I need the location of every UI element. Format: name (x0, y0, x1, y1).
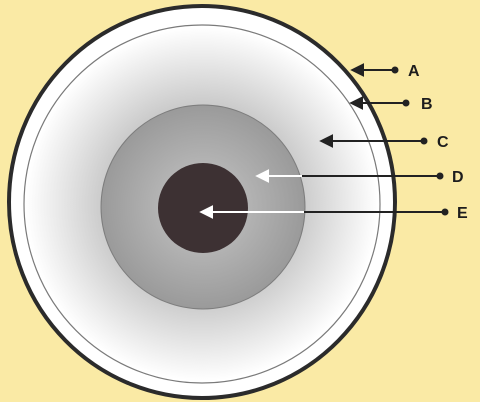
pointer-e-dot (442, 209, 449, 216)
label-c: C (437, 134, 449, 151)
label-a: A (408, 63, 420, 80)
pointer-a: A (353, 63, 420, 80)
label-b: B (421, 96, 433, 113)
pointer-a-dot (392, 67, 399, 74)
pointer-c-dot (421, 138, 428, 145)
label-d: D (452, 169, 464, 186)
label-e: E (457, 205, 468, 222)
core-e (158, 163, 248, 253)
pointer-b-dot (403, 100, 410, 107)
pointer-d-dot (437, 173, 444, 180)
